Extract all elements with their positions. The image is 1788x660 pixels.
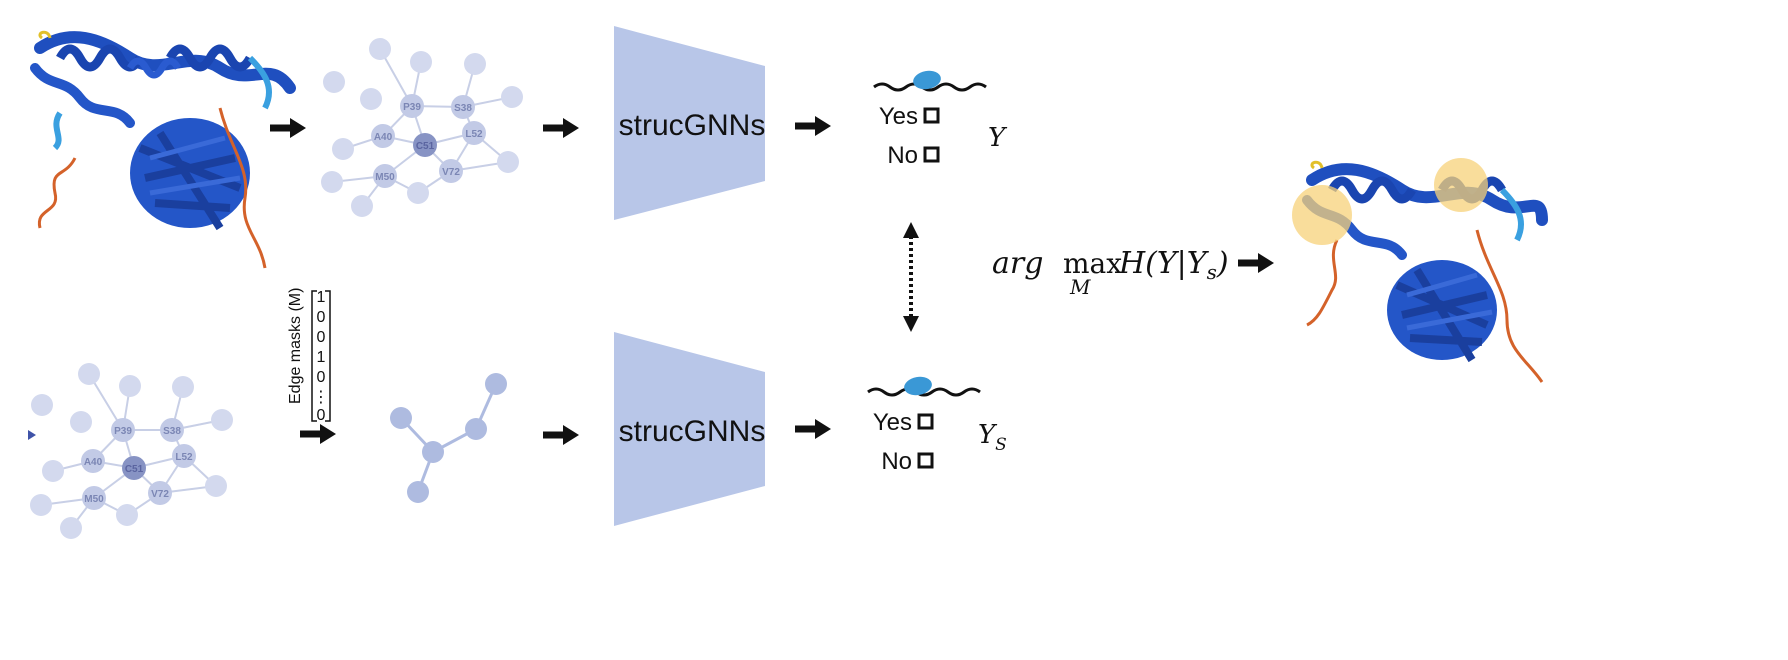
yes-option-label: Yes [873,409,912,436]
label-y-s: YS [978,420,1007,455]
gnn-label-top: strucGNNs [619,109,766,142]
mask-value-5: 0 [317,369,326,386]
edge-mask-vector: Edge masks (M) 1 0 0 1 0 ⋮ 0 [287,288,331,424]
edge-mask-label: Edge masks (M) [287,288,304,404]
yes-option-label: Yes [879,103,918,130]
node-label-s38: S38 [163,426,181,437]
node-label-s38: S38 [454,103,472,114]
mask-value-3: 0 [317,329,326,346]
residue-graph-input-bottom: P39 S38 A40 C51 L52 M50 V72 [28,363,233,539]
gnn-label-bottom: strucGNNs [619,415,766,448]
node-label-l52: L52 [175,452,193,463]
gnn-model-bottom: strucGNNs [614,332,765,526]
node-label-p39: P39 [114,426,132,437]
no-checkbox[interactable] [917,452,934,469]
node-label-v72: V72 [151,489,169,500]
node-label-p39: P39 [403,102,421,113]
no-option-label: No [881,448,912,475]
mask-value-4: 1 [317,349,326,366]
entropy-expression: H(Y|Ys) [1118,246,1229,284]
important-region-highlight-right [1434,158,1488,212]
ligand-icon [873,82,987,92]
max-text: max [1063,247,1122,280]
residue-graph-full: P39 S38 A40 C51 L52 M50 V72 [321,38,523,217]
node-label-c51: C51 [416,141,435,152]
node-label-m50: M50 [375,172,395,183]
arg-text: arg [992,246,1043,281]
comparison-arrow [903,222,919,332]
max-subscript: M [1069,275,1091,299]
no-option-label: No [887,142,918,169]
no-checkbox[interactable] [923,146,940,163]
node-label-c51: C51 [125,464,144,475]
important-region-highlight-left [1292,185,1352,245]
label-y: Y [988,123,1008,153]
node-label-a40: A40 [374,132,393,143]
protein-structure-input [30,30,296,269]
protein-structure-explained [1292,158,1548,383]
node-label-m50: M50 [84,494,104,505]
node-label-a40: A40 [84,457,103,468]
mask-value-2: 0 [317,309,326,326]
masked-subgraph [390,373,507,503]
yes-checkbox[interactable] [923,107,940,124]
mask-value-7: 0 [317,407,326,424]
yes-checkbox[interactable] [917,413,934,430]
prediction-output-top: Yes No Y [873,70,1008,169]
node-label-l52: L52 [465,129,483,140]
ligand-icon [867,387,981,397]
node-label-v72: V72 [442,167,460,178]
mask-value-1: 1 [317,289,326,306]
prediction-output-bottom: Yes No YS [867,376,1007,475]
gnn-model-top: strucGNNs [614,26,765,220]
objective-formula: arg max M H(Y|Ys) [992,246,1229,299]
mask-value-ellipsis: ⋮ [313,389,329,406]
